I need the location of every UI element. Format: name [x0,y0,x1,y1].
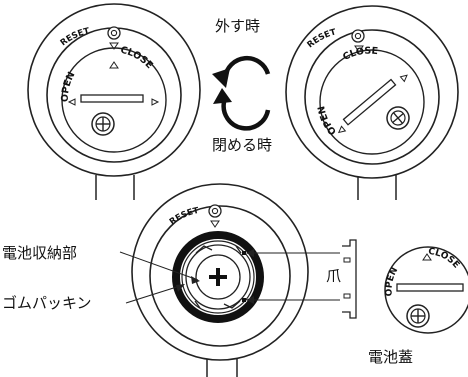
battery-plus-icon [209,268,227,286]
top-right-clock: RESET OPEN CLOSE [285,5,459,200]
marker-triangle-icon [109,42,119,50]
claw-label: 爪 [326,267,341,285]
battery-screw-icon [91,112,115,136]
marker-triangle-icon [210,220,220,228]
coin-slot [80,94,144,103]
rotate-open-arrowhead-icon [212,68,230,88]
coin-slot [342,78,397,126]
top-left-clock: RESET OPEN CLOSE [27,3,201,200]
remove-label: 外す時 [215,17,260,35]
marker-triangle-icon [354,45,364,53]
rotation-arrows: 外す時 閉める時 [212,17,272,154]
battery-screw-icon [386,106,410,130]
align-triangle-icon [109,61,119,69]
cover-side-view [342,239,357,319]
coin-slot [396,283,464,292]
claw-slot [242,251,246,255]
align-triangle-icon [422,253,432,261]
claw-slot [242,298,246,302]
rubber-gasket-label: ゴムパッキン [2,294,92,312]
rotate-close-arrow-icon [221,101,271,131]
open-arrow-icon [67,98,76,106]
close-arrow-icon [399,74,408,83]
rotate-open-arrow-icon [222,56,271,79]
claw-arrows: 爪 [246,249,341,304]
close-rotation-label: 閉める時 [212,136,272,154]
callouts-left: 電池収納部 ゴムパッキン [2,244,200,312]
battery-cover-label: 電池蓋 [368,348,413,366]
reset-button-icon [107,26,121,40]
rubber-gasket [172,231,264,323]
reset-button-icon [351,29,365,43]
reset-button-icon [208,204,222,218]
battery-compartment-label: 電池収納部 [2,244,77,262]
battery-screw-icon [406,304,430,328]
battery-cover: OPEN CLOSE [384,246,468,334]
open-arrow-icon [337,125,347,134]
close-arrow-icon [151,98,160,106]
bottom-clock: RESET [131,183,309,377]
rotate-close-arrowhead-icon [213,88,232,104]
